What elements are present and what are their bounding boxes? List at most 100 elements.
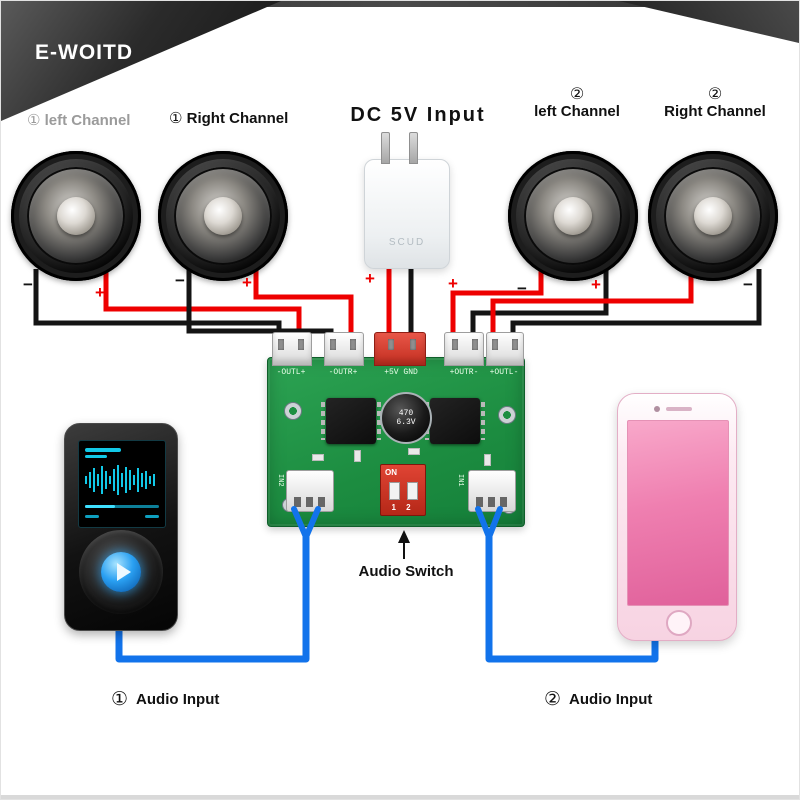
plus-mark-speaker2: + <box>242 273 252 292</box>
circled-number-2: ② <box>569 84 585 103</box>
label-channel2-left: ② left Channel <box>519 84 635 121</box>
mp3-subtitle-text <box>85 455 107 458</box>
label-audio-input-2: ② Audio Input <box>544 688 652 710</box>
label-text: Audio Input <box>569 690 653 708</box>
label-channel2-right: ② Right Channel <box>649 84 781 121</box>
silkscreen-in1: IN1 <box>456 474 464 487</box>
connector-pin <box>472 339 478 350</box>
connector-pin <box>452 339 458 350</box>
power-connector <box>374 332 426 366</box>
dip-switch: ON 1 2 <box>380 464 426 516</box>
plus-mark-speaker3: + <box>448 274 458 293</box>
dip-slider-1 <box>389 482 400 500</box>
connector-pin <box>330 339 336 350</box>
top-edge-band <box>1 1 799 7</box>
output-connector-1L <box>272 332 312 366</box>
mp3-player <box>64 423 178 631</box>
wire-audio-input-1-split <box>291 506 321 540</box>
label-channel1-right: ① Right Channel <box>169 109 288 127</box>
bottom-edge-band <box>1 795 799 799</box>
play-button <box>101 552 141 592</box>
silkscreen-outl1: -OUTL+ <box>276 368 306 377</box>
wire-speaker1-positive <box>103 269 302 345</box>
label-channel1-left: ① left Channel <box>27 111 130 129</box>
front-camera <box>654 406 660 412</box>
audio-switch-arrow-head <box>398 530 410 543</box>
speaker-1-left <box>11 151 141 281</box>
mp3-progress-fill <box>85 505 115 508</box>
play-icon <box>117 563 131 581</box>
silkscreen-power: +5V GND <box>384 368 418 377</box>
connector-pin <box>298 339 304 350</box>
connector-slot <box>500 497 507 507</box>
mp3-control-pad <box>79 530 163 614</box>
plus-mark-speaker4: + <box>591 275 601 294</box>
smd-component <box>354 450 361 462</box>
label-text: Right Channel <box>664 103 766 120</box>
speaker-1-right <box>158 151 288 281</box>
speaker-2-right <box>648 151 778 281</box>
connector-pin <box>410 339 416 350</box>
mounting-hole <box>284 402 302 420</box>
ic-pins <box>481 402 485 440</box>
connector-pin <box>512 339 518 350</box>
speaker-2-left <box>508 151 638 281</box>
circled-number-2: ② <box>707 84 723 103</box>
wire-speaker3-positive <box>450 269 544 345</box>
usb-power-adapter: SCUD <box>364 132 450 269</box>
plus-mark-power: + <box>365 269 375 288</box>
connector-slot <box>488 497 495 507</box>
label-text: Right Channel <box>186 110 289 127</box>
wire-speaker2-positive <box>253 269 354 345</box>
mp3-title-text <box>85 448 121 452</box>
silkscreen-in2: IN2 <box>276 474 284 487</box>
home-button <box>666 610 692 636</box>
label-audio-switch: Audio Switch <box>358 563 454 580</box>
minus-mark-speaker4: − <box>743 275 753 294</box>
label-text: left Channel <box>534 103 620 120</box>
speaker-dust-cap <box>554 197 592 235</box>
minus-mark-speaker3: − <box>517 279 527 298</box>
connector-pin <box>278 339 284 350</box>
smartphone <box>617 393 737 641</box>
output-connector-1R <box>324 332 364 366</box>
connector-pin <box>492 339 498 350</box>
label-audio-input-1: ① Audio Input <box>111 688 219 710</box>
circled-number-2: ② <box>544 688 562 710</box>
audio-input-connector-2 <box>468 470 516 512</box>
dip-numbers: 1 2 <box>391 503 415 512</box>
output-connector-2R <box>444 332 484 366</box>
mp3-progress-track <box>85 505 159 508</box>
label-text: Audio Input <box>136 690 220 708</box>
silkscreen-outr1: -OUTR+ <box>328 368 358 377</box>
speaker-dust-cap <box>57 197 95 235</box>
minus-mark-speaker2: − <box>175 271 185 290</box>
mp3-waveform <box>85 465 155 495</box>
phone-screen <box>627 420 729 606</box>
earpiece-speaker <box>666 407 692 411</box>
adapter-brand-text: SCUD <box>388 237 426 248</box>
electrolytic-capacitor: 470 6.3V <box>380 392 432 444</box>
amplifier-board: -OUTL+ -OUTR+ +5V GND +OUTR- +OUTL- 470 … <box>267 332 525 527</box>
circled-number-1: ① <box>27 111 41 129</box>
output-connector-2L <box>486 332 524 366</box>
connector-pin <box>350 339 356 350</box>
amplifier-ic-1 <box>321 398 381 444</box>
connector-slot <box>294 497 301 507</box>
circled-number-1: ① <box>169 109 183 127</box>
ic-pins <box>377 402 381 440</box>
label-text: left Channel <box>44 112 131 129</box>
wire-speaker4-positive <box>490 269 694 345</box>
mp3-time-text <box>85 515 99 518</box>
speaker-dust-cap <box>204 197 242 235</box>
plus-mark-speaker1: + <box>95 283 105 302</box>
smd-component <box>312 454 324 461</box>
brand-logo: E-WOITD <box>35 41 133 64</box>
capacitor-voltage: 6.3V <box>396 418 416 427</box>
connector-pin <box>388 339 394 350</box>
silkscreen-outr2: +OUTR- <box>449 368 479 377</box>
connector-slot <box>318 497 325 507</box>
adapter-prong-left <box>381 132 390 164</box>
